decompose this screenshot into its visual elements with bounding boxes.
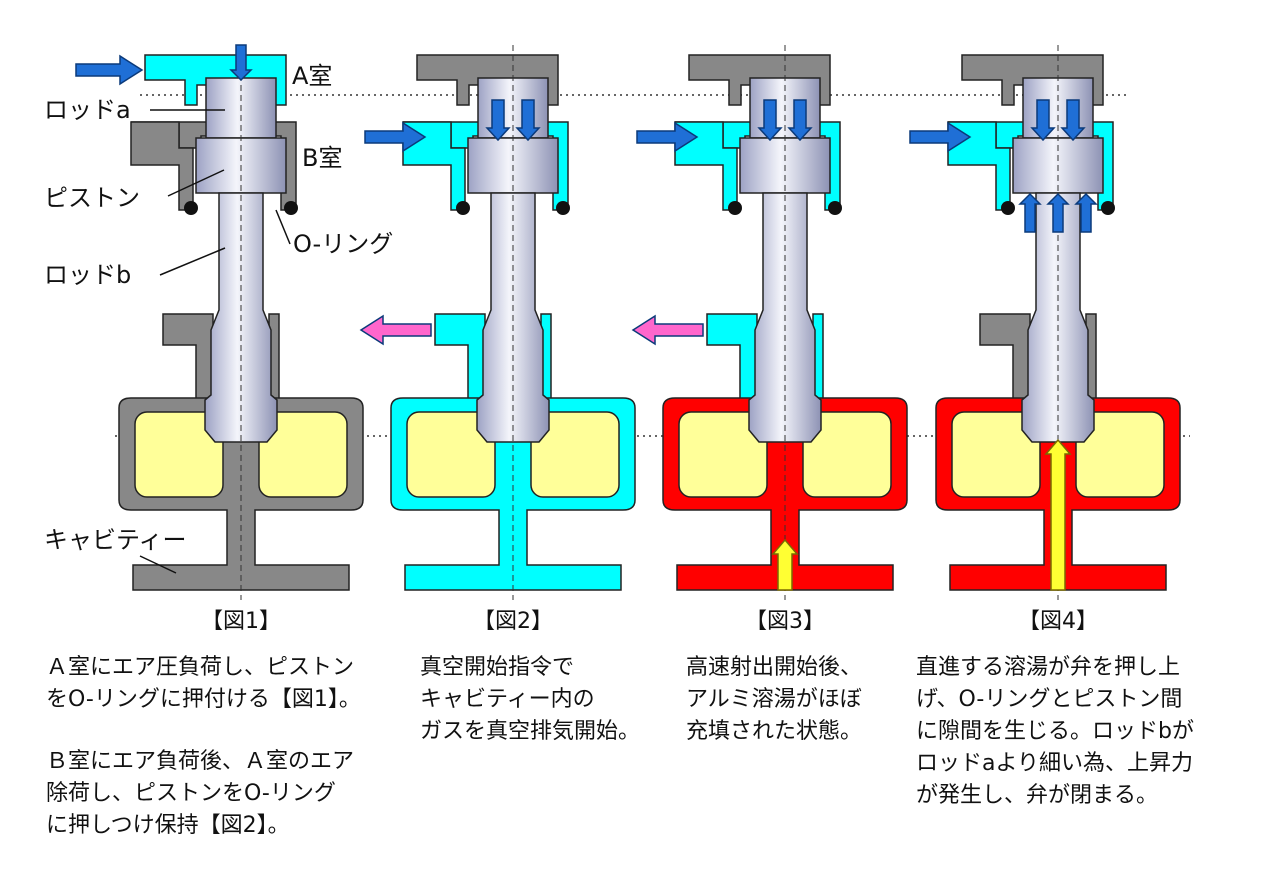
vacuum-exhaust-arrow xyxy=(631,314,704,346)
valve-figure-1 xyxy=(75,44,364,600)
description-fig3: 高速射出開始後、 アルミ溶湯がほぼ 充填された状態。 xyxy=(686,655,863,744)
die-block-right xyxy=(258,411,348,498)
o-ring-left xyxy=(184,201,198,215)
leader-rod-b xyxy=(159,247,226,276)
label-rod-a: ロッドa xyxy=(44,96,131,124)
o-ring-right xyxy=(556,201,570,215)
die-block-right xyxy=(530,411,620,498)
vacuum-port xyxy=(979,313,1031,401)
pressure-arrow-right xyxy=(515,99,541,142)
leader-cavity xyxy=(139,555,177,574)
valve-figure-3 xyxy=(631,45,908,600)
label-chamber-b: B室 xyxy=(302,144,342,172)
description-fig1-a: Ａ室にエア圧負荷し、ピストン をO-リングに押付ける【図1】。 xyxy=(46,655,361,712)
air-inlet-arrow-b xyxy=(636,121,699,153)
die-block-right xyxy=(1075,411,1165,498)
die-block-left xyxy=(134,411,224,498)
air-inlet-arrow-b xyxy=(364,121,427,153)
description-fig4: 直進する溶湯が弁を押し上 げ、O-リングとピストン間 に隙間を生じる。ロッドbが… xyxy=(916,655,1194,808)
leader-piston xyxy=(167,169,225,197)
label-chamber-a: A室 xyxy=(292,62,332,90)
description-fig1-b: Ｂ室にエア負荷後、Ａ室のエア 除荷し、ピストンをO-リング に押しつけ保持【図2… xyxy=(46,749,355,838)
label-o-ring: O-リング xyxy=(293,230,393,258)
die-block-left xyxy=(406,411,496,498)
caption-fig2: 【図2】 xyxy=(473,609,553,634)
pressure-arrow-right xyxy=(1060,99,1086,142)
air-inlet-arrow-b xyxy=(909,121,972,153)
o-ring-right xyxy=(284,201,298,215)
pressure-arrow-left xyxy=(757,99,783,142)
lift-arrow-left xyxy=(1018,192,1042,233)
caption-fig1: 【図1】 xyxy=(201,609,281,634)
o-ring-left xyxy=(728,201,742,215)
vacuum-port xyxy=(434,313,486,401)
lift-arrow-center xyxy=(1046,192,1070,233)
pressure-arrow-right xyxy=(787,99,813,142)
o-ring-left xyxy=(1001,201,1015,215)
melt-flow-arrow xyxy=(1044,438,1072,591)
caption-fig4: 【図4】 xyxy=(1018,609,1098,634)
o-ring-right xyxy=(1101,201,1115,215)
label-rod-b: ロッドb xyxy=(44,261,131,289)
o-ring-left xyxy=(456,201,470,215)
lift-arrow-right xyxy=(1074,192,1098,233)
die-block-right xyxy=(802,411,892,498)
air-inlet-arrow-a xyxy=(75,54,144,86)
caption-fig3: 【図3】 xyxy=(745,609,825,634)
vacuum-port xyxy=(162,313,214,401)
label-piston: ピストン xyxy=(44,184,140,212)
vacuum-port xyxy=(706,313,758,401)
die-block-left xyxy=(678,411,768,498)
label-cavity: キャビティー xyxy=(44,526,187,554)
vacuum-exhaust-arrow xyxy=(359,314,432,346)
pressure-arrow-left xyxy=(1030,99,1056,142)
o-ring-right xyxy=(828,201,842,215)
valve-figure-4 xyxy=(909,45,1181,600)
pressure-arrow-left xyxy=(485,99,511,142)
die-block-left xyxy=(951,411,1041,498)
pressure-arrow-a xyxy=(229,44,253,82)
valve-figure-2 xyxy=(359,45,636,600)
leader-o-ring xyxy=(275,209,291,245)
melt-flow-arrow xyxy=(771,538,799,591)
description-fig2: 真空開始指令で キャビティー内の ガスを真空排気開始。 xyxy=(420,655,641,744)
